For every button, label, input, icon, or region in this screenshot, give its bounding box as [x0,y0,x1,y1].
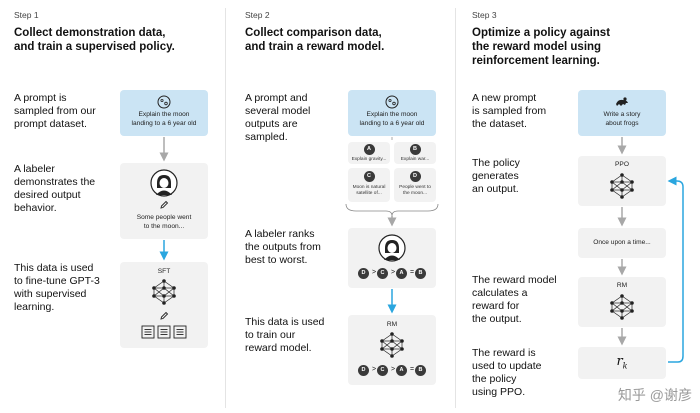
step2-prompt-line1: Explain the moon [366,111,418,118]
output-letter-c: C [363,171,375,182]
step2-label: Step 2 [245,10,270,20]
rm-rank-op-2: > [390,366,396,373]
neural-network-icon [610,173,634,199]
step1-prompt-card: Explain the moon landing to a 6 year old [120,90,208,136]
neural-network-icon [152,279,176,305]
rank-b: B [415,268,426,279]
step3-rm-card: RM [578,277,666,327]
rank-c: C [377,268,388,279]
neural-network-icon [380,332,404,358]
output-letter-a: A [363,144,375,155]
output-card-d: D People went to the moon... [394,168,436,202]
step2-ranking-card: D > C > A = B [348,228,436,288]
output-card-b: B Explain war... [394,142,436,164]
pencil-icon [160,200,169,209]
column-divider-2 [455,8,456,408]
sft-label: SFT [157,268,171,275]
watermark-text: 知乎 @谢彦 [617,387,692,403]
output-letter-b: B [409,144,421,155]
step1-title: Collect demonstration data, and train a … [14,27,175,53]
output-text-d-1: People went to [399,185,431,190]
rm3-label: RM [616,282,628,289]
rm-rank-a: A [396,365,407,376]
step3-prompt-card: Write a story about frogs [578,90,666,136]
rank-d: D [358,268,369,279]
moon-icon [385,95,399,109]
step3-prompt-line2: about frogs [605,119,639,127]
reward-symbol: rk [616,354,628,371]
step1-prompt-line2: landing to a 6 year old [131,119,197,127]
rm-rank-c: C [377,365,388,376]
rank-op-1: > [371,269,377,276]
step1-sft-card: SFT [120,262,208,348]
documents-icon [141,325,187,339]
rm-rank-d: D [358,365,369,376]
pencil-icon [160,311,169,320]
step2-rm-card: RM D > C > A = B [348,315,436,385]
rank-op-3: = [409,269,415,276]
step1-labeler-line2: to the moon... [143,222,185,230]
step2-arrows [345,137,439,314]
step1-prompt-line1: Explain the moon [138,111,190,118]
rm-ranking-row: D > C > A = B [358,365,426,377]
step1-labeler-card: Some people went to the moon... [120,163,208,239]
rm-rank-op-1: > [371,366,377,373]
output-text-d-2: the moon... [403,191,427,196]
column-divider-1 [225,8,226,408]
output-text-c-1: Moon is natural [352,185,386,190]
rank-a: A [396,268,407,279]
rm-rank-op-3: = [409,366,415,373]
rm-rank-b: B [415,365,426,376]
output-text-c-2: satellite of... [356,191,382,196]
output-card-a: A Explain gravity... [348,142,390,164]
output-text-a: Explain gravity... [351,157,387,162]
step2-prompt-line2: landing to a 6 year old [359,119,425,127]
step1-label: Step 1 [14,10,39,20]
labeler-avatar-icon [378,234,406,262]
step2-title: Collect comparison data, and train a rew… [245,27,385,53]
step3-reward-card: rk [578,347,666,379]
labeler-avatar-icon [150,169,178,197]
rank-op-2: > [390,269,396,276]
step3-arrows [617,137,684,363]
output-text: Once upon a time... [593,239,651,246]
step2-prompt-card: Explain the moon landing to a 6 year old [348,90,436,136]
output-text-b: Explain war... [400,157,430,162]
step3-output-card: Once upon a time... [578,228,666,258]
output-card-c: C Moon is natural satellite of... [348,168,390,202]
ranking-row: D > C > A = B [358,268,426,280]
step3-ppo-card: PPO [578,156,666,206]
step3-prompt-line1: Write a story [603,111,641,118]
rm-label: RM [386,321,398,328]
step3-label: Step 3 [472,10,497,20]
neural-network-icon [610,294,634,320]
step1-labeler-line1: Some people went [136,214,192,221]
step3-title: Optimize a policy against the reward mod… [472,27,611,67]
moon-icon [157,95,171,109]
ppo-label: PPO [615,161,629,168]
output-letter-d: D [409,171,421,182]
frog-icon [616,97,628,106]
